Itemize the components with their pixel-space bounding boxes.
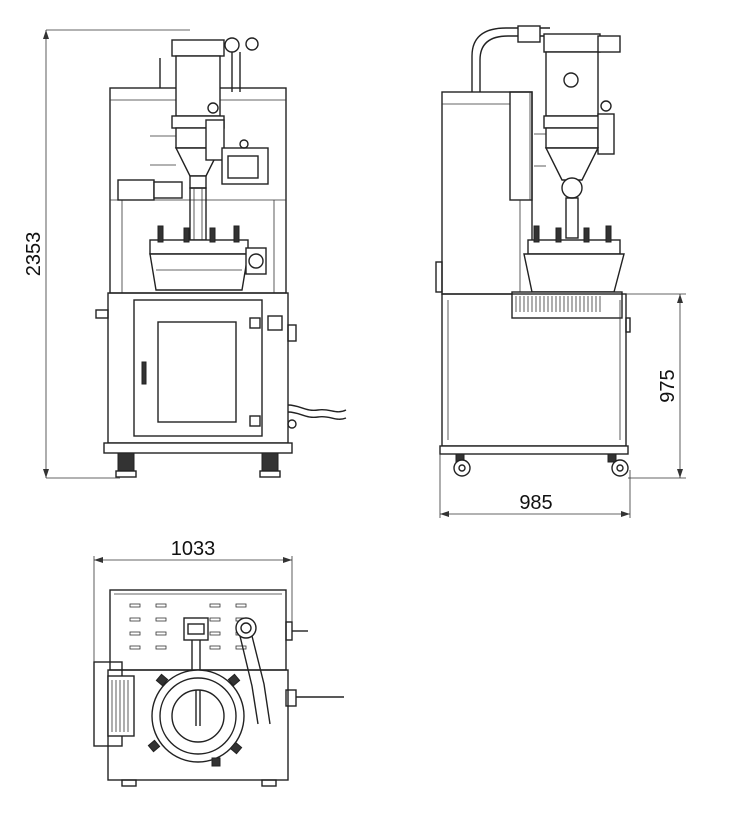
depth-dimension: 985 bbox=[439, 454, 631, 518]
width-label: 1033 bbox=[171, 538, 216, 560]
base-height-label: 975 bbox=[657, 369, 679, 402]
height-label: 2353 bbox=[23, 232, 45, 277]
top-view bbox=[93, 589, 344, 787]
base-height-dimension: 975 bbox=[626, 293, 686, 479]
side-view bbox=[435, 25, 631, 477]
radiator-fins bbox=[515, 296, 601, 312]
width-dimension: 1033 bbox=[93, 538, 293, 662]
depth-label: 985 bbox=[519, 492, 552, 514]
front-view bbox=[95, 37, 347, 478]
height-dimension: 2353 bbox=[23, 29, 190, 479]
fan-grille bbox=[111, 680, 129, 732]
